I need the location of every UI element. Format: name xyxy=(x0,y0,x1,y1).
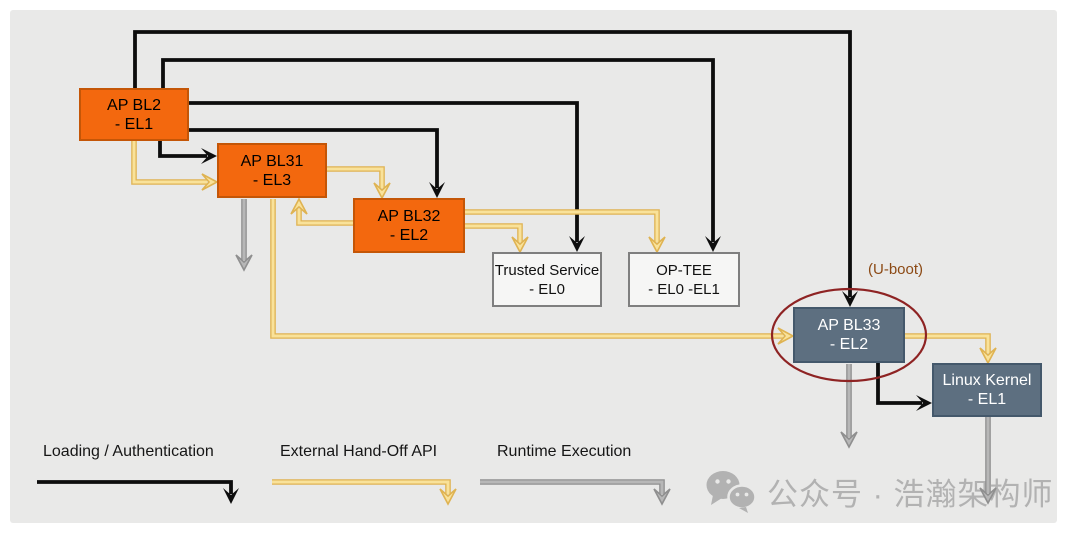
wechat-icon xyxy=(706,471,757,513)
node-trusted-service: Trusted Service - EL0 xyxy=(492,252,602,307)
legend-handoff-label: External Hand-Off API xyxy=(280,443,438,460)
node-label: AP BL2 xyxy=(107,96,161,114)
node-el-level: - EL2 xyxy=(829,336,869,353)
node-label: Trusted Service xyxy=(494,261,600,279)
node-ap-bl33: AP BL33 - EL2 xyxy=(793,307,905,363)
node-label: AP BL32 xyxy=(377,207,441,225)
legend-loading-label: Loading / Authentication xyxy=(43,443,214,460)
node-label: OP-TEE xyxy=(656,261,712,279)
node-ap-bl2: AP BL2 - EL1 xyxy=(79,88,189,141)
node-label: AP BL31 xyxy=(240,152,304,170)
watermark-text: 公众号 · 浩瀚架构师 xyxy=(767,476,1054,512)
node-el-level: - EL0 -EL1 xyxy=(648,280,720,298)
watermark: 公众号 · 浩瀚架构师 xyxy=(702,468,1054,514)
legend-runtime-label: Runtime Execution xyxy=(497,443,632,460)
node-ap-bl31: AP BL31 - EL3 xyxy=(217,143,327,198)
uboot-annotation: (U-boot) xyxy=(868,261,924,278)
node-el-level: - EL1 xyxy=(114,115,154,133)
node-el-level: - EL2 xyxy=(389,226,429,244)
node-el-level: - EL3 xyxy=(252,171,292,189)
node-label: Linux Kernel xyxy=(942,372,1032,389)
node-linux-kernel: Linux Kernel - EL1 xyxy=(932,363,1042,417)
node-ap-bl32: AP BL32 - EL2 xyxy=(353,198,465,253)
node-el-level: - EL0 xyxy=(529,280,565,298)
node-el-level: - EL1 xyxy=(967,391,1007,408)
node-label: AP BL33 xyxy=(817,317,881,334)
node-op-tee: OP-TEE - EL0 -EL1 xyxy=(628,252,740,307)
